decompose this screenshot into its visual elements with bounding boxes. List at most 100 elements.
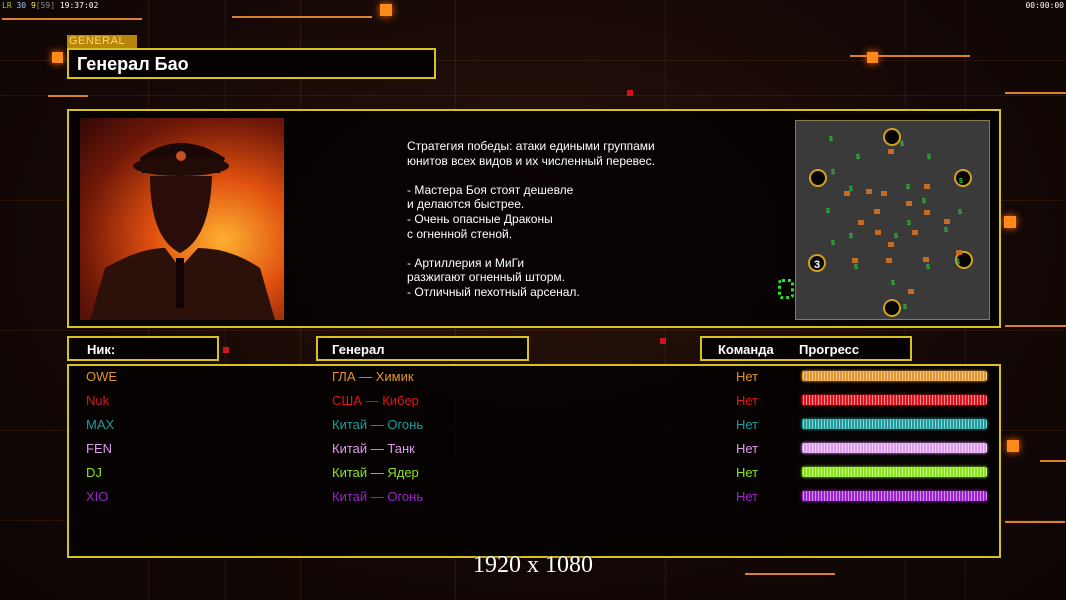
oil-derrick-icon — [908, 289, 914, 294]
red-square — [223, 347, 229, 353]
status-time: 19:37:02 — [59, 1, 99, 10]
map-expand-icon[interactable] — [778, 279, 794, 299]
supply-icon: $ — [849, 186, 853, 193]
player-nick: DJ — [86, 465, 102, 480]
player-general[interactable]: Китай — Огонь — [332, 417, 424, 432]
supply-icon: $ — [894, 233, 898, 240]
oil-derrick-icon — [923, 257, 929, 262]
oil-derrick-icon — [906, 201, 912, 206]
player-row: MAX Китай — Огонь Нет — [69, 415, 999, 439]
player-team[interactable]: Нет — [736, 369, 759, 384]
supply-icon: $ — [856, 154, 860, 161]
accent-square — [867, 52, 878, 63]
player-general[interactable]: США — Кибер — [332, 393, 419, 408]
accent-line — [1005, 92, 1066, 94]
accent-square — [1007, 440, 1019, 452]
player-team[interactable]: Нет — [736, 441, 759, 456]
oil-derrick-icon — [866, 189, 872, 194]
supply-icon: $ — [849, 233, 853, 240]
progress-bar — [802, 395, 987, 405]
player-start-icon — [954, 169, 972, 187]
player-row: OWE ГЛА — Химик Нет — [69, 367, 999, 391]
map-preview[interactable]: 3$$$$$$$$$$$$$$$$$$$$$ — [795, 120, 990, 320]
player-nick: OWE — [86, 369, 118, 384]
title-box: Генерал Бао — [67, 48, 436, 79]
supply-icon: $ — [903, 304, 907, 311]
progress-bar — [802, 467, 987, 477]
nick-header: Ник: — [87, 342, 116, 357]
accent-square — [1004, 216, 1016, 228]
supply-icon: $ — [927, 154, 931, 161]
accent-square — [380, 4, 392, 16]
player-row: FEN Китай — Танк Нет — [69, 439, 999, 463]
progress-bar — [802, 371, 987, 381]
supply-icon: $ — [959, 178, 963, 185]
grid-line — [0, 60, 1066, 61]
status-fps: 30 — [16, 1, 27, 10]
oil-derrick-icon — [844, 191, 850, 196]
supply-icon: $ — [922, 198, 926, 205]
oil-derrick-icon — [881, 191, 887, 196]
grid-line — [0, 330, 1066, 331]
supply-icon: $ — [854, 264, 858, 271]
general-tag: GENERAL — [67, 35, 137, 48]
player-general[interactable]: ГЛА — Химик — [332, 369, 414, 384]
status-bracket: [59] — [35, 1, 56, 10]
accent-line — [745, 573, 835, 575]
player-team[interactable]: Нет — [736, 465, 759, 480]
general-header: Генерал — [332, 342, 385, 357]
page-title: Генерал Бао — [77, 54, 189, 74]
player-row: DJ Китай — Ядер Нет — [69, 463, 999, 487]
oil-derrick-icon — [912, 230, 918, 235]
player-general[interactable]: Китай — Огонь — [332, 489, 424, 504]
player-start-icon — [883, 128, 901, 146]
player-nick: FEN — [86, 441, 112, 456]
player-general[interactable]: Китай — Ядер — [332, 465, 419, 480]
supply-icon: $ — [900, 141, 904, 148]
player-team[interactable]: Нет — [736, 393, 759, 408]
oil-derrick-icon — [924, 184, 930, 189]
strategy-description: Стратегия победы: атаки едиными группами… — [407, 139, 655, 299]
accent-line — [1005, 325, 1066, 327]
supply-icon: $ — [829, 136, 833, 143]
status-lr: LR — [2, 1, 12, 10]
oil-derrick-icon — [888, 149, 894, 154]
progress-bar — [802, 419, 987, 429]
player-row: Nuk США — Кибер Нет — [69, 391, 999, 415]
accent-line — [850, 55, 970, 57]
player-start-marker: 3 — [814, 259, 820, 271]
accent-line — [1040, 460, 1066, 462]
player-nick: MAX — [86, 417, 115, 432]
player-start-icon — [955, 251, 973, 269]
players-panel: OWE ГЛА — Химик Нет Nuk США — Кибер Нет … — [67, 364, 1001, 558]
supply-icon: $ — [826, 208, 830, 215]
player-team[interactable]: Нет — [736, 489, 759, 504]
team-header: Команда — [718, 342, 774, 357]
oil-derrick-icon — [874, 209, 880, 214]
team-progress-header-box: Команда Прогресс — [700, 336, 912, 361]
oil-derrick-icon — [852, 258, 858, 263]
accent-line — [232, 16, 372, 18]
player-start-icon — [883, 299, 901, 317]
supply-icon: $ — [891, 280, 895, 287]
supply-icon: $ — [906, 184, 910, 191]
progress-bar — [802, 443, 987, 453]
oil-derrick-icon — [886, 258, 892, 263]
supply-icon: $ — [831, 169, 835, 176]
player-team[interactable]: Нет — [736, 417, 759, 432]
supply-icon: $ — [926, 264, 930, 271]
accent-line — [2, 18, 142, 20]
game-clock: 00:00:00 — [1025, 1, 1064, 10]
supply-icon: $ — [831, 240, 835, 247]
oil-derrick-icon — [888, 242, 894, 247]
player-row: XIO Китай — Огонь Нет — [69, 487, 999, 511]
player-start-icon — [808, 254, 826, 272]
accent-square — [52, 52, 63, 63]
supply-icon: $ — [944, 227, 948, 234]
oil-derrick-icon — [875, 230, 881, 235]
player-nick: Nuk — [86, 393, 110, 408]
oil-derrick-icon — [944, 219, 950, 224]
nick-header-box: Ник: — [67, 336, 219, 361]
oil-derrick-icon — [924, 210, 930, 215]
player-general[interactable]: Китай — Танк — [332, 441, 415, 456]
